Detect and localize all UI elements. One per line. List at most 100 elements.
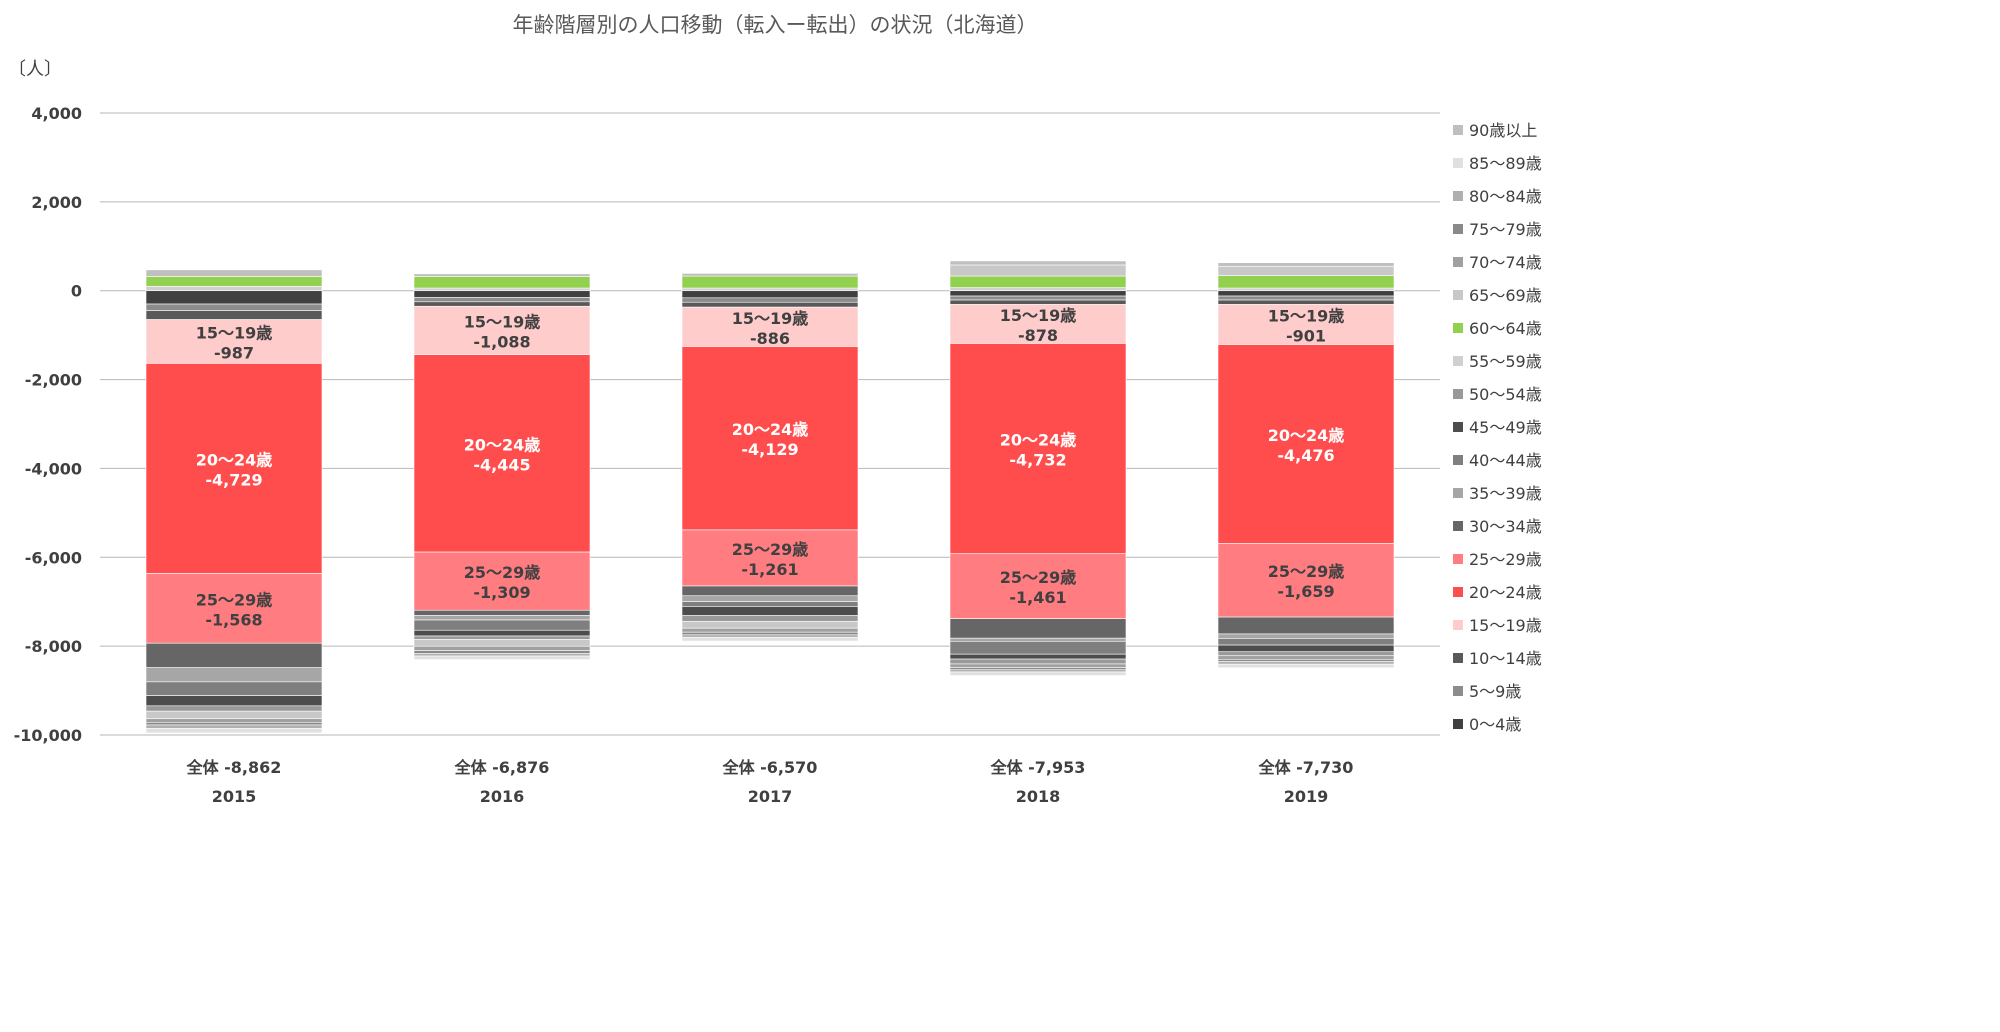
segment-label-name: 15～19歳: [732, 309, 809, 328]
bar-segment: [1217, 655, 1395, 660]
bar-segment: [681, 621, 859, 629]
legend-label: 80～84歳: [1469, 187, 1542, 206]
bar-segment: [949, 290, 1127, 297]
legend-label: 75～79歳: [1469, 220, 1542, 239]
segment-label-name: 20～24歳: [196, 450, 273, 469]
bar-segment: [949, 653, 1127, 660]
bar-segment: [681, 273, 859, 277]
legend-label: 65～69歳: [1469, 286, 1542, 305]
legend-label: 50～54歳: [1469, 385, 1542, 404]
total-label: 全体 -8,862: [186, 758, 282, 777]
bar-segment: [681, 637, 859, 642]
bar-segment: [413, 619, 591, 631]
legend-swatch: [1453, 158, 1463, 168]
bar-segment: [1217, 658, 1395, 662]
legend-swatch: [1453, 356, 1463, 366]
x-tick-label: 2015: [212, 787, 257, 806]
bar-segment: [681, 275, 859, 289]
segment-label-name: 25～29歳: [196, 590, 273, 609]
bar-segment: [949, 667, 1127, 671]
legend-swatch: [1453, 257, 1463, 267]
y-tick-label: -6,000: [25, 548, 82, 567]
segment-label-name: 20～24歳: [732, 420, 809, 439]
bar-segment: [949, 275, 1127, 288]
segment-label-name: 25～29歳: [1268, 562, 1345, 581]
y-tick-label: 2,000: [31, 193, 82, 212]
bar-segment: [413, 655, 591, 660]
bar-segment: [1217, 616, 1395, 635]
bar-segment: [681, 290, 859, 299]
segment-label-value: -1,261: [741, 560, 798, 579]
legend-swatch: [1453, 422, 1463, 432]
bar-segment: [1217, 287, 1395, 292]
segment-label-value: -1,659: [1277, 582, 1334, 601]
legend-label: 0～4歳: [1469, 715, 1521, 734]
bar-segment: [145, 710, 323, 720]
legend-swatch: [1453, 224, 1463, 234]
total-label: 全体 -6,876: [454, 758, 550, 777]
legend-swatch: [1453, 587, 1463, 597]
bar-segment: [145, 285, 323, 292]
bar-segment: [413, 639, 591, 647]
y-tick-label: -2,000: [25, 371, 82, 390]
bar-segment: [1217, 661, 1395, 665]
bar-segment: [413, 635, 591, 640]
segment-label-value: -1,568: [205, 610, 262, 629]
bars: [145, 260, 1395, 734]
bar-segment: [681, 529, 859, 587]
bar-segment: [1217, 644, 1395, 653]
bar-segment: [413, 650, 591, 654]
bar-segment: [145, 290, 323, 305]
legend-swatch: [1453, 719, 1463, 729]
segment-label-name: 25～29歳: [464, 563, 541, 582]
segment-label-value: -4,732: [1009, 451, 1066, 470]
legend-label: 70～74歳: [1469, 253, 1542, 272]
segment-label-value: -4,729: [205, 470, 262, 489]
bar-segment: [949, 618, 1127, 639]
bar-segment: [949, 304, 1127, 344]
bar-segment: [145, 642, 323, 668]
bar-segment: [1217, 275, 1395, 289]
legend-label: 15～19歳: [1469, 616, 1542, 635]
bar-segment: [1217, 262, 1395, 267]
segment-label-value: -987: [214, 344, 254, 363]
bar-segment: [1217, 304, 1395, 345]
bar-segment: [145, 573, 323, 644]
bar-segment: [145, 269, 323, 277]
chart-title: 年齢階層別の人口移動（転入ー転出）の状況（北海道）: [513, 13, 1038, 37]
bar-segment: [949, 260, 1127, 266]
total-label: 全体 -7,730: [1258, 758, 1354, 777]
bar-segment: [413, 276, 591, 289]
bar-segment: [1217, 344, 1395, 544]
bar-segment: [1217, 299, 1395, 305]
legend-label: 20～24歳: [1469, 583, 1542, 602]
segment-label-name: 20～24歳: [1000, 431, 1077, 450]
bar-segment: [413, 609, 591, 616]
legend-swatch: [1453, 554, 1463, 564]
bar-segment: [681, 297, 859, 303]
bar-segment: [145, 721, 323, 726]
segment-label-value: -878: [1018, 326, 1058, 345]
legend-swatch: [1453, 620, 1463, 630]
y-tick-label: 4,000: [31, 104, 82, 123]
bar-segment: [681, 287, 859, 292]
legend-swatch: [1453, 323, 1463, 333]
bar-segment: [681, 601, 859, 607]
bar-segment: [413, 629, 591, 637]
bar-segment: [413, 287, 591, 292]
legend-label: 5～9歳: [1469, 682, 1521, 701]
legend: 90歳以上85～89歳80～84歳75～79歳70～74歳65～69歳60～64…: [1453, 121, 1542, 734]
bar-segment: [681, 627, 859, 633]
legend-swatch: [1453, 521, 1463, 531]
bar-segment: [949, 299, 1127, 305]
bar-segment: [413, 290, 591, 298]
bar-segment: [949, 671, 1127, 676]
segment-label-name: 15～19歳: [196, 324, 273, 343]
segment-label-name: 25～29歳: [732, 540, 809, 559]
bar-segment: [949, 287, 1127, 292]
legend-label: 90歳以上: [1469, 121, 1537, 140]
y-tick-label: -4,000: [25, 459, 82, 478]
bar-segment: [1217, 651, 1395, 657]
total-label: 全体 -7,953: [990, 758, 1086, 777]
legend-label: 55～59歳: [1469, 352, 1542, 371]
